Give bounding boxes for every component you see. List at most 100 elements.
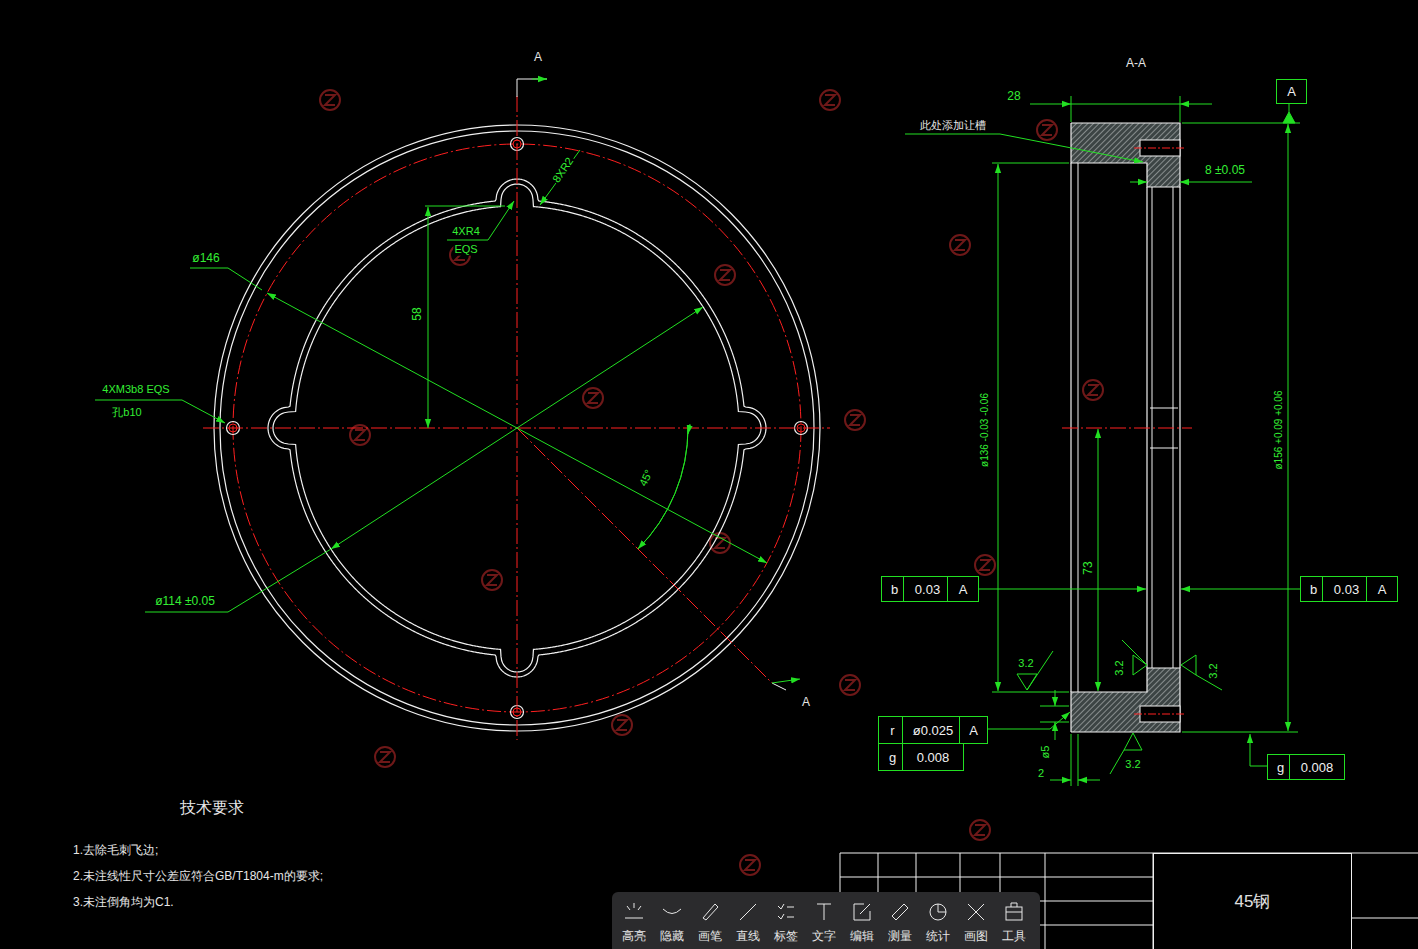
thread-callout: 4XM3b8 EQS (101, 383, 170, 396)
toolbar-icon (703, 904, 718, 920)
roughness-symbol (1124, 733, 1142, 750)
roughness-value: 3.2 (1124, 758, 1141, 771)
note-text: 2.未注线性尺寸公差应符合GB/T1804-m的要求; (72, 870, 324, 884)
section-arrow (772, 679, 800, 683)
radius-callout: 8XR2 (550, 154, 577, 186)
dimension-line (331, 307, 703, 549)
toolbar-icon (854, 904, 870, 920)
toolbar-label: 隐藏 (659, 930, 685, 944)
frame-cell-text: 0.008 (902, 743, 964, 771)
extension-line (1071, 734, 1072, 786)
center-line (1062, 428, 1192, 429)
part-edge (1150, 408, 1178, 409)
watermark-logo (950, 235, 970, 255)
toolbar-panel (612, 892, 1040, 949)
watermark-logo (1088, 385, 1098, 395)
leader-line (145, 549, 331, 612)
section-hatch (1071, 668, 1180, 732)
spacing-note: EQS (453, 243, 478, 256)
watermark-logo (320, 90, 340, 110)
dimension-line (1180, 104, 1212, 105)
toolbar-label: 画笔 (697, 930, 723, 944)
toolbar-icon (860, 904, 870, 914)
section-arrow (517, 79, 547, 97)
toolbar-icon (778, 904, 784, 909)
watermark-logo (1083, 380, 1103, 400)
toolbar-icon (627, 906, 630, 910)
toolbar-icon (787, 917, 794, 918)
dimension-text: ø156 +0.09 +0.06 (1273, 390, 1285, 471)
watermark-logo (980, 560, 990, 570)
dimension-line (428, 207, 429, 428)
extension-line (1182, 123, 1300, 124)
note-text: 3.未注倒角均为C1. (72, 896, 175, 910)
dimension-line (1030, 104, 1071, 105)
notes-heading: 技术要求 (179, 799, 245, 817)
watermark-logo (975, 555, 995, 575)
dimension-text: ø114 ±0.05 (154, 595, 216, 609)
watermark-logo (820, 90, 840, 110)
dimension-text: 73 (1082, 560, 1096, 575)
leader-line (540, 150, 580, 205)
radius-callout: 4XR4 (451, 225, 481, 238)
note-text: 1.去除毛刺飞边; (72, 844, 159, 858)
toolbar-icon (1011, 903, 1017, 907)
dimension-line (267, 293, 767, 563)
section-arrow (772, 683, 786, 690)
dimension-line (1078, 780, 1100, 781)
watermark-logo (375, 747, 395, 767)
center-line (1134, 148, 1186, 149)
frame-cell-text: 0.008 (1289, 754, 1345, 780)
extension-line (1180, 96, 1181, 122)
angle-arrow (688, 424, 690, 434)
part-edge (1179, 187, 1180, 668)
roughness-symbol (1110, 750, 1124, 774)
section-hatch (1071, 123, 1180, 187)
dimension-line (1050, 780, 1071, 781)
leader-line (447, 201, 514, 240)
extension-line (1078, 734, 1079, 786)
extension-line (1071, 96, 1072, 122)
toolbar-label: 测量 (887, 930, 913, 944)
dimension-line (1180, 182, 1252, 183)
toolbar-icon (638, 906, 641, 910)
dimension-text: ø146 (191, 252, 220, 266)
watermark-logo (715, 265, 735, 285)
extension-line (992, 692, 1069, 693)
angle-arrow (638, 541, 645, 549)
watermark-logo (745, 860, 755, 870)
watermark-logo (840, 675, 860, 695)
toolbar-icon (778, 914, 784, 919)
roughness-symbol (1122, 640, 1147, 665)
leader-line (1181, 589, 1300, 590)
roughness-value: 3.2 (1207, 662, 1220, 679)
toolbar-icon (1006, 907, 1022, 920)
roughness-symbol (1017, 674, 1037, 690)
watermark-logo (740, 855, 760, 875)
toolbar-label: 编辑 (849, 930, 875, 944)
drawing-layer (95, 79, 1418, 949)
note-text: 此处添加让槽 (919, 119, 987, 132)
dimension-text: 58 (411, 306, 425, 321)
toolbar-icon (625, 918, 643, 919)
watermark-logo (355, 430, 365, 440)
toolbar-icon (930, 904, 946, 920)
leader-line (95, 400, 225, 423)
leader-line (905, 134, 1143, 162)
frame-cell-text: 0.03 (1322, 576, 1371, 602)
section-line (517, 428, 772, 683)
title-block-line (1045, 853, 1046, 949)
extension-line (425, 206, 505, 207)
toolbar-icon (892, 904, 908, 920)
toolbar-icon (968, 904, 984, 920)
watermark-logo (588, 393, 598, 403)
section-mark: A (533, 51, 543, 65)
extension-line (1182, 732, 1298, 733)
watermark-logo (617, 720, 627, 730)
leader-line (1250, 734, 1267, 766)
part-edge (1152, 187, 1153, 668)
watermark-logo (487, 575, 497, 585)
title-block-line (840, 877, 1153, 878)
watermark-logo (845, 410, 865, 430)
watermark-logo (845, 680, 855, 690)
